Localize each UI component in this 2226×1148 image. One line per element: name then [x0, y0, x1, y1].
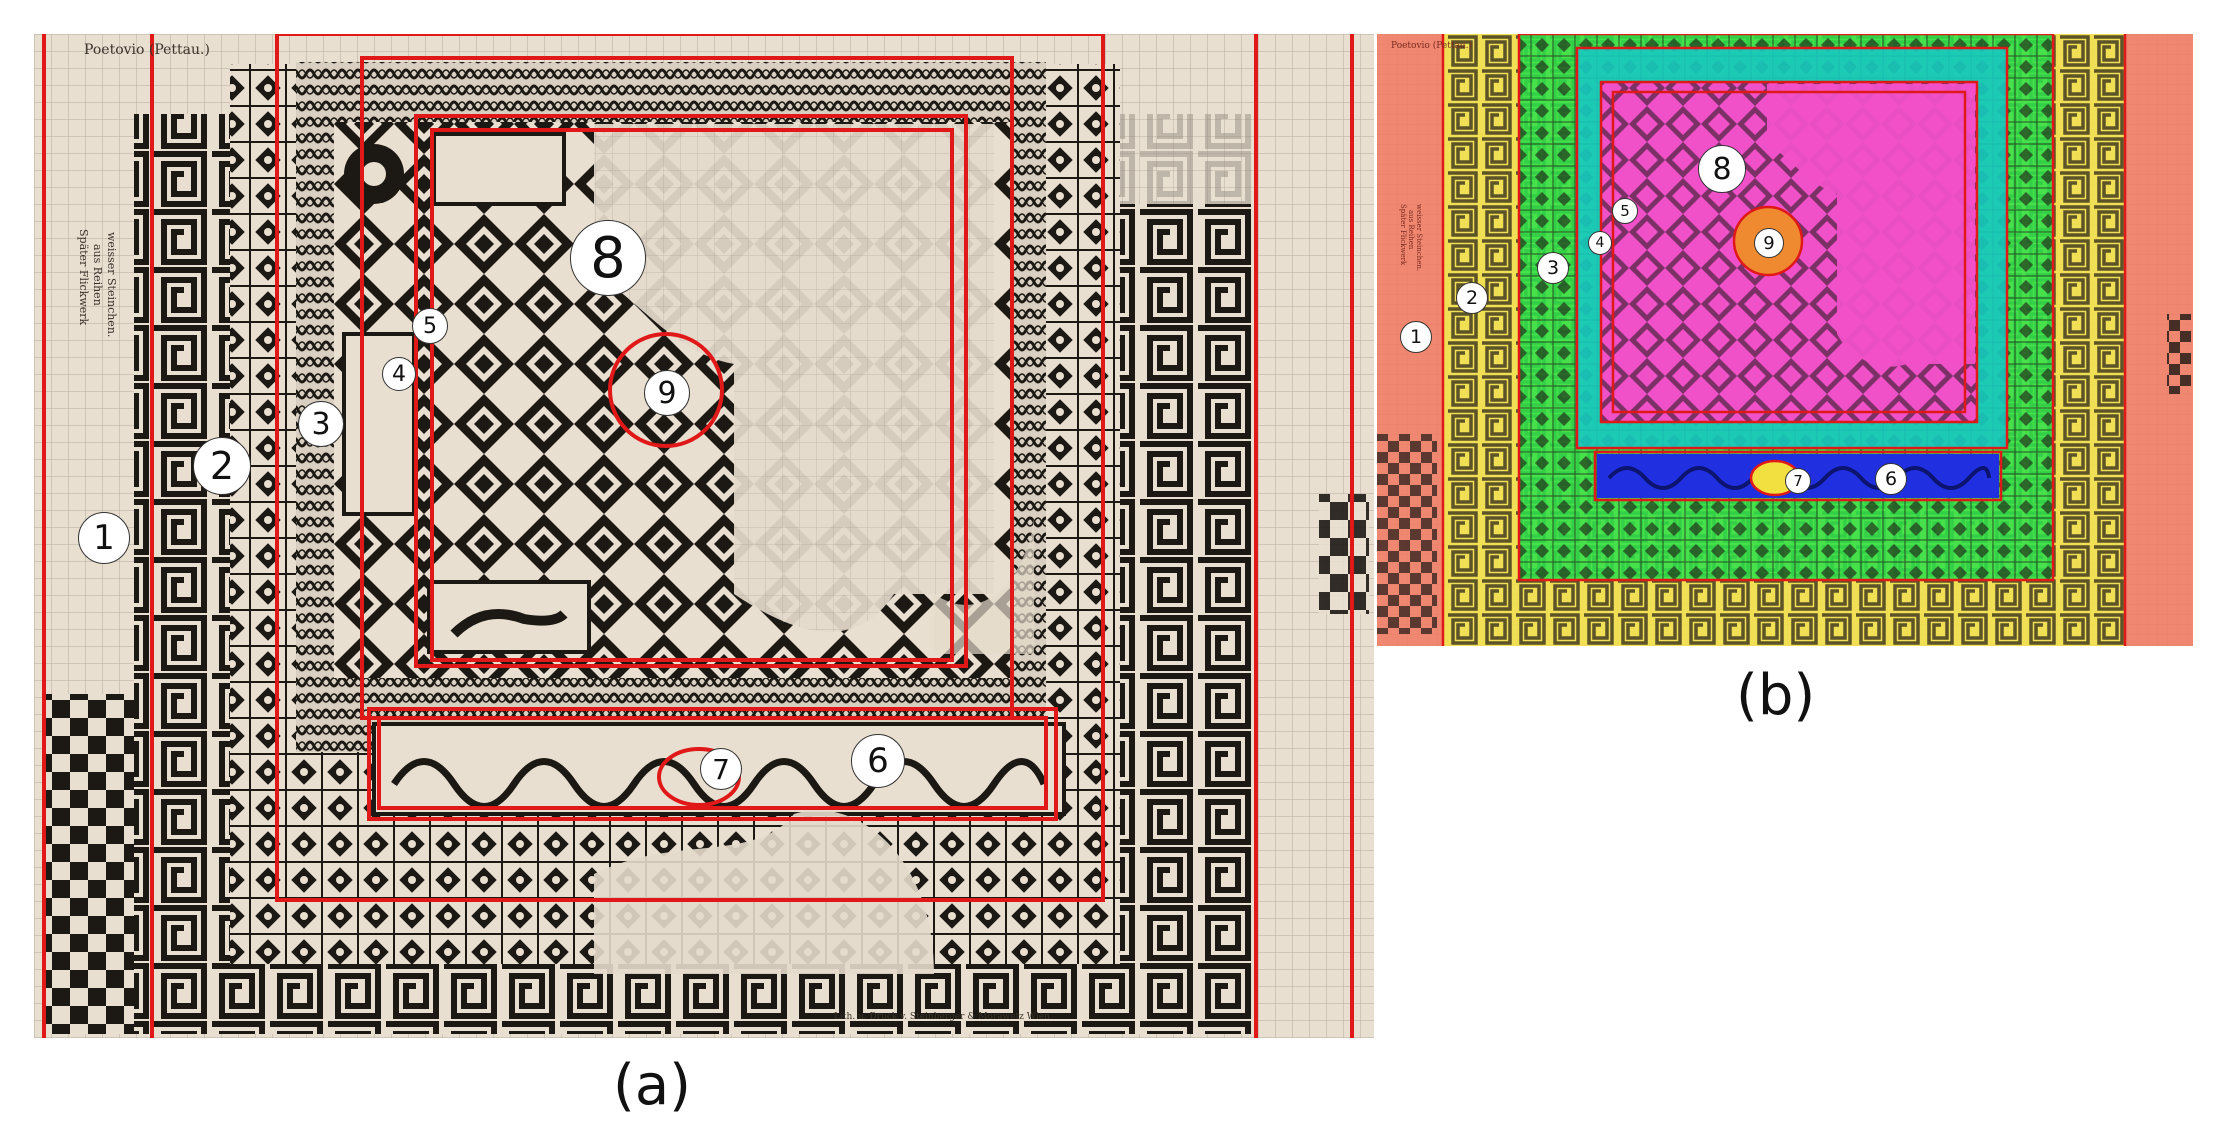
zone-b-9-marker: 9 — [1754, 228, 1784, 258]
zone-3-marker: 3 — [298, 401, 344, 447]
mosaic-drawing-a: Poetovio (Pettau.) Später Flickwerk aus … — [34, 34, 1374, 1038]
zone-2-marker: 2 — [193, 437, 251, 495]
plate-title-b: Poetovio (Pettau.) — [1391, 40, 1472, 51]
zone-8-marker: 8 — [570, 220, 646, 296]
side-note-line-1: Später Flickwerk — [77, 229, 90, 325]
zone-b-7-marker: 7 — [1785, 468, 1811, 494]
side-note-b-line-3: weisser Steinchen. — [1415, 204, 1423, 271]
zone-b-2-marker: 2 — [1456, 282, 1488, 314]
side-note-line-2: aus Reihen — [91, 244, 104, 306]
zone-6-marker: 6 — [851, 734, 905, 788]
zone-1-marker: 1 — [78, 512, 130, 564]
caption-a: (a) — [613, 1053, 692, 1118]
zone-b-6-marker: 6 — [1875, 463, 1907, 495]
zone-b-1-marker: 1 — [1400, 321, 1432, 353]
zone-b-4-marker: 4 — [1588, 231, 1612, 255]
caption-b: (b) — [1736, 663, 1816, 728]
zone-b-8-marker: 8 — [1698, 145, 1746, 193]
zone-5-marker: 5 — [412, 308, 448, 344]
zone-4-marker: 4 — [382, 357, 416, 391]
zone-b-3-marker: 3 — [1537, 252, 1569, 284]
side-note-line-3: weisser Steinchen. — [105, 232, 118, 337]
zone-9-marker: 9 — [644, 370, 690, 416]
publisher-line: Lith. u. Druck v. Steinberger & Morawetz… — [834, 1012, 1050, 1022]
side-note-b-line-2: aus Reihen — [1407, 210, 1415, 250]
panel-b-colored-zones: Poetovio (Pettau.) Später Flickwerk aus … — [1377, 34, 2193, 646]
side-note-b-line-1: Später Flickwerk — [1399, 204, 1407, 266]
plate-title-a: Poetovio (Pettau.) — [84, 42, 210, 58]
mosaic-drawing-b: Poetovio (Pettau.) Später Flickwerk aus … — [1377, 34, 2193, 646]
panel-a-mosaic-plate: Poetovio (Pettau.) Später Flickwerk aus … — [34, 34, 1374, 1038]
zone-7-marker: 7 — [700, 748, 742, 790]
zone-b-5-marker: 5 — [1612, 198, 1638, 224]
